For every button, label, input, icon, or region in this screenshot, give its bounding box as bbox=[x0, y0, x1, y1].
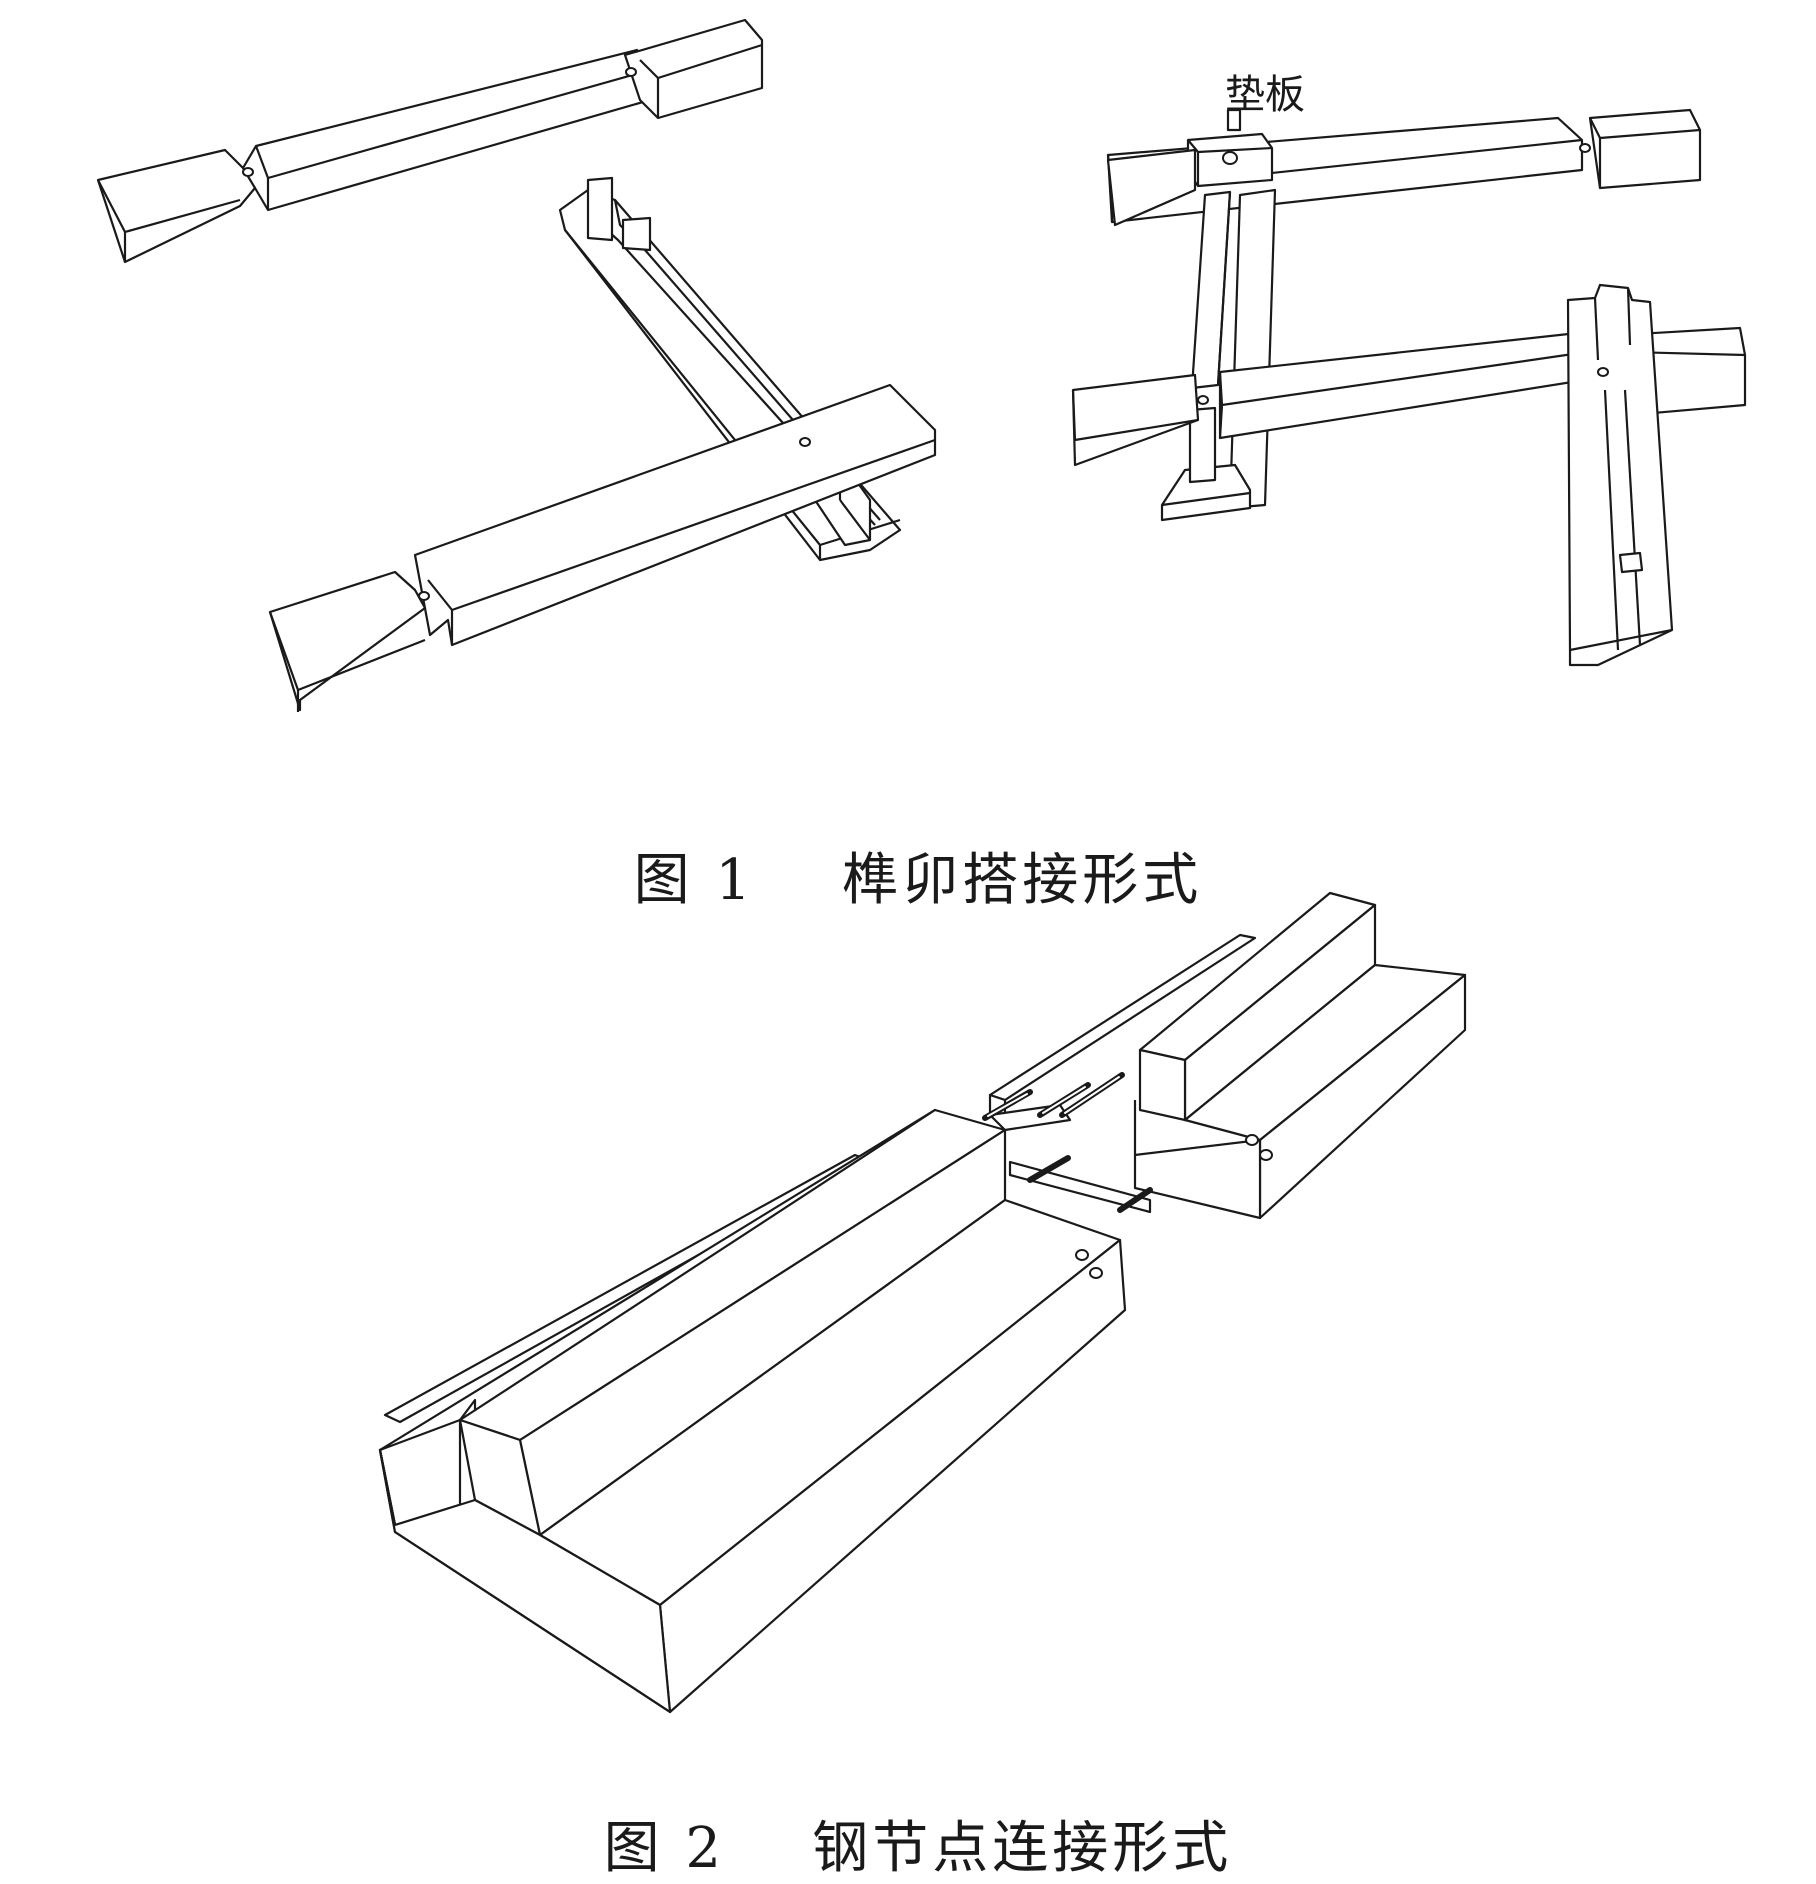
fig1-right-lower-beam bbox=[1218, 326, 1747, 440]
fig1-bottom-beam bbox=[268, 383, 937, 712]
figure1-caption-number: 图 1 bbox=[633, 848, 756, 913]
fig1-right-lower-rail bbox=[1566, 283, 1674, 667]
fig1-right-short-beam bbox=[1071, 148, 1200, 467]
bolt-hole bbox=[1089, 1267, 1103, 1279]
steel-rod bbox=[1117, 1187, 1153, 1213]
bolt-hole bbox=[1597, 367, 1609, 377]
diagram-canvas bbox=[96, 18, 1747, 1714]
fig2-left-block bbox=[378, 1108, 1127, 1714]
bolt-hole bbox=[1579, 143, 1591, 153]
fig1-pad-plate bbox=[1186, 108, 1274, 188]
steel-rod bbox=[1027, 1155, 1071, 1183]
bolt-hole bbox=[418, 591, 430, 601]
figure2-caption-title: 钢节点连接形式 bbox=[812, 1816, 1233, 1881]
fig1-right-rails bbox=[1160, 188, 1277, 522]
bolt-hole bbox=[799, 437, 811, 447]
figure2-caption: 图 2 钢节点连接形式 bbox=[560, 1738, 1232, 1884]
fig1-right-assembly bbox=[1071, 108, 1747, 667]
pad-hole bbox=[1222, 151, 1238, 165]
fig2-steel-connector bbox=[982, 1072, 1153, 1214]
fig1-top-beam bbox=[96, 18, 764, 264]
bolt-hole bbox=[1075, 1249, 1089, 1261]
bolt-hole bbox=[1245, 1134, 1259, 1146]
bolt-hole bbox=[1197, 395, 1209, 405]
figure1-caption-title: 榫卯搭接形式 bbox=[842, 848, 1203, 913]
fig2-right-block bbox=[988, 891, 1467, 1220]
pad-plate-label: 垫板 bbox=[1225, 72, 1305, 118]
bolt-hole bbox=[1259, 1149, 1273, 1161]
bolt-hole bbox=[625, 67, 637, 77]
bolt-hole bbox=[242, 167, 254, 177]
fig1-left-assembly bbox=[96, 18, 937, 712]
figure1-caption: 图 1 榫卯搭接形式 bbox=[590, 770, 1202, 916]
figure2-caption-number: 图 2 bbox=[603, 1816, 726, 1881]
fig2-assembly bbox=[378, 891, 1467, 1714]
